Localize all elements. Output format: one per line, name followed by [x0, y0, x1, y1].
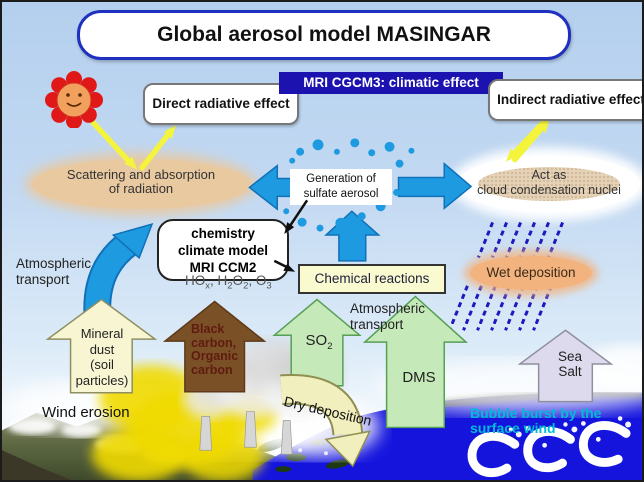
species-text: , H — [210, 273, 228, 288]
species-sub: x — [205, 280, 210, 292]
sea-foam — [508, 416, 632, 448]
transport-left-label: Atmospheric transport — [16, 256, 91, 287]
wave-icon — [467, 421, 631, 477]
carbon-line3: Organic — [191, 349, 239, 363]
species-sub: 2 — [243, 280, 249, 292]
species-sub: 3 — [266, 280, 272, 292]
scattering-cloud: Scattering and absorption of radiation — [32, 159, 250, 209]
sulfate-flow-arrows — [248, 162, 473, 262]
wind-erosion-text: Wind erosion — [42, 404, 130, 421]
direct-effect-label: Direct radiative effect — [152, 96, 290, 111]
sea-salt-arrow — [517, 329, 614, 403]
scattering-cloud-label-line2: of radiation — [108, 181, 174, 196]
wet-deposition-label: Wet deposition — [486, 265, 576, 280]
wet-deposition-cloud: Wet deposition — [470, 256, 592, 290]
title-bar: Global aerosol model MASINGAR — [77, 10, 571, 60]
sulfate-label-line1: Generation of — [306, 173, 376, 185]
smokestacks — [199, 411, 293, 455]
transport-left-line1: Atmospheric — [16, 256, 92, 271]
dry-deposition-arrow — [280, 374, 372, 468]
mineral-dust-arrow — [45, 298, 158, 394]
mineral-line4: particles) — [75, 372, 129, 388]
black-carbon-label: Black carbon, Organic carbon — [191, 322, 255, 377]
species-sub: 2 — [227, 280, 233, 292]
species-text: HO — [185, 273, 206, 288]
mineral-line2: dust — [89, 341, 115, 357]
mri-cgcm3-label: MRI CGCM3: climatic effect — [303, 75, 479, 90]
sun-icon — [45, 71, 103, 128]
bubble-burst-label: Bubble burst by the surface wind — [470, 406, 601, 436]
sulfate-generation-box: Generation of sulfate aerosol — [290, 169, 392, 205]
indirect-effect-box: Indirect radiative effect — [488, 79, 644, 121]
condensation-cloud: Act as cloud condensation nuclei — [458, 155, 640, 213]
indirect-effect-label: Indirect radiative effect — [497, 92, 644, 107]
species-text: , O — [248, 273, 267, 288]
carbon-line4: carbon — [191, 362, 233, 377]
direct-effect-box: Direct radiative effect — [143, 83, 299, 125]
condensation-label-line2: cloud condensation nuclei — [477, 183, 621, 197]
ccm2-label-line3: MRI CCM2 — [189, 260, 257, 275]
scattering-cloud-label-line1: Scattering and absorption — [66, 167, 216, 182]
transport-right-line1: Atmospheric — [350, 301, 426, 316]
sea-salt-line1: Sea — [557, 349, 583, 364]
condensation-cloud-label: Act as cloud condensation nuclei — [458, 155, 640, 198]
carbon-line2: carbon, — [191, 335, 237, 350]
page-title: Global aerosol model MASINGAR — [157, 23, 491, 46]
species-text: O — [232, 273, 244, 288]
cloud-speckle-texture — [478, 167, 620, 201]
sea-salt-line2: Salt — [558, 364, 582, 379]
chemical-reactions-label: Chemical reactions — [314, 271, 430, 286]
so2-text: SO — [305, 332, 328, 349]
mri-cgcm3-banner: MRI CGCM3: climatic effect — [279, 72, 503, 94]
dms-arrow — [362, 295, 469, 429]
mineral-line1: Mineral — [80, 326, 124, 341]
dms-text: DMS — [402, 369, 436, 386]
ccm2-label-line2: climate model — [177, 243, 269, 258]
bubble-line2: surface wind — [470, 420, 556, 436]
ccm2-label-line1: chemistry — [191, 226, 255, 241]
black-carbon-arrow — [162, 300, 267, 393]
transport-left-line2: transport — [16, 271, 70, 287]
mineral-line3: (soil — [90, 357, 114, 372]
so2-label: SO2 — [296, 332, 342, 352]
bubble-line1: Bubble burst by the — [470, 405, 602, 421]
dms-label: DMS — [395, 369, 443, 386]
chemical-reactions-box: Chemical reactions — [298, 264, 446, 294]
sulfate-label-line2: sulfate aerosol — [303, 188, 379, 200]
transport-right-line2: transport — [350, 316, 404, 332]
so2-sub: 2 — [327, 341, 333, 352]
mineral-dust-label: Mineral dust (soil particles) — [60, 326, 144, 388]
arrow-reactions-to-sulfate — [324, 210, 381, 262]
arrow-to-cloud-nuclei — [397, 162, 473, 210]
wind-erosion-label: Wind erosion — [42, 404, 130, 421]
condensation-label-line1: Act as — [531, 168, 567, 182]
carbon-line1: Black — [191, 322, 225, 336]
chemical-species-label: HOx, H2O2, O3 — [185, 273, 272, 292]
sunray-arrows — [90, 117, 550, 171]
sea-salt-label: Sea Salt — [546, 349, 594, 379]
transport-right-label: Atmospheric transport — [350, 301, 425, 332]
chemistry-climate-model-box: chemistry climate model MRI CCM2 — [157, 219, 289, 281]
